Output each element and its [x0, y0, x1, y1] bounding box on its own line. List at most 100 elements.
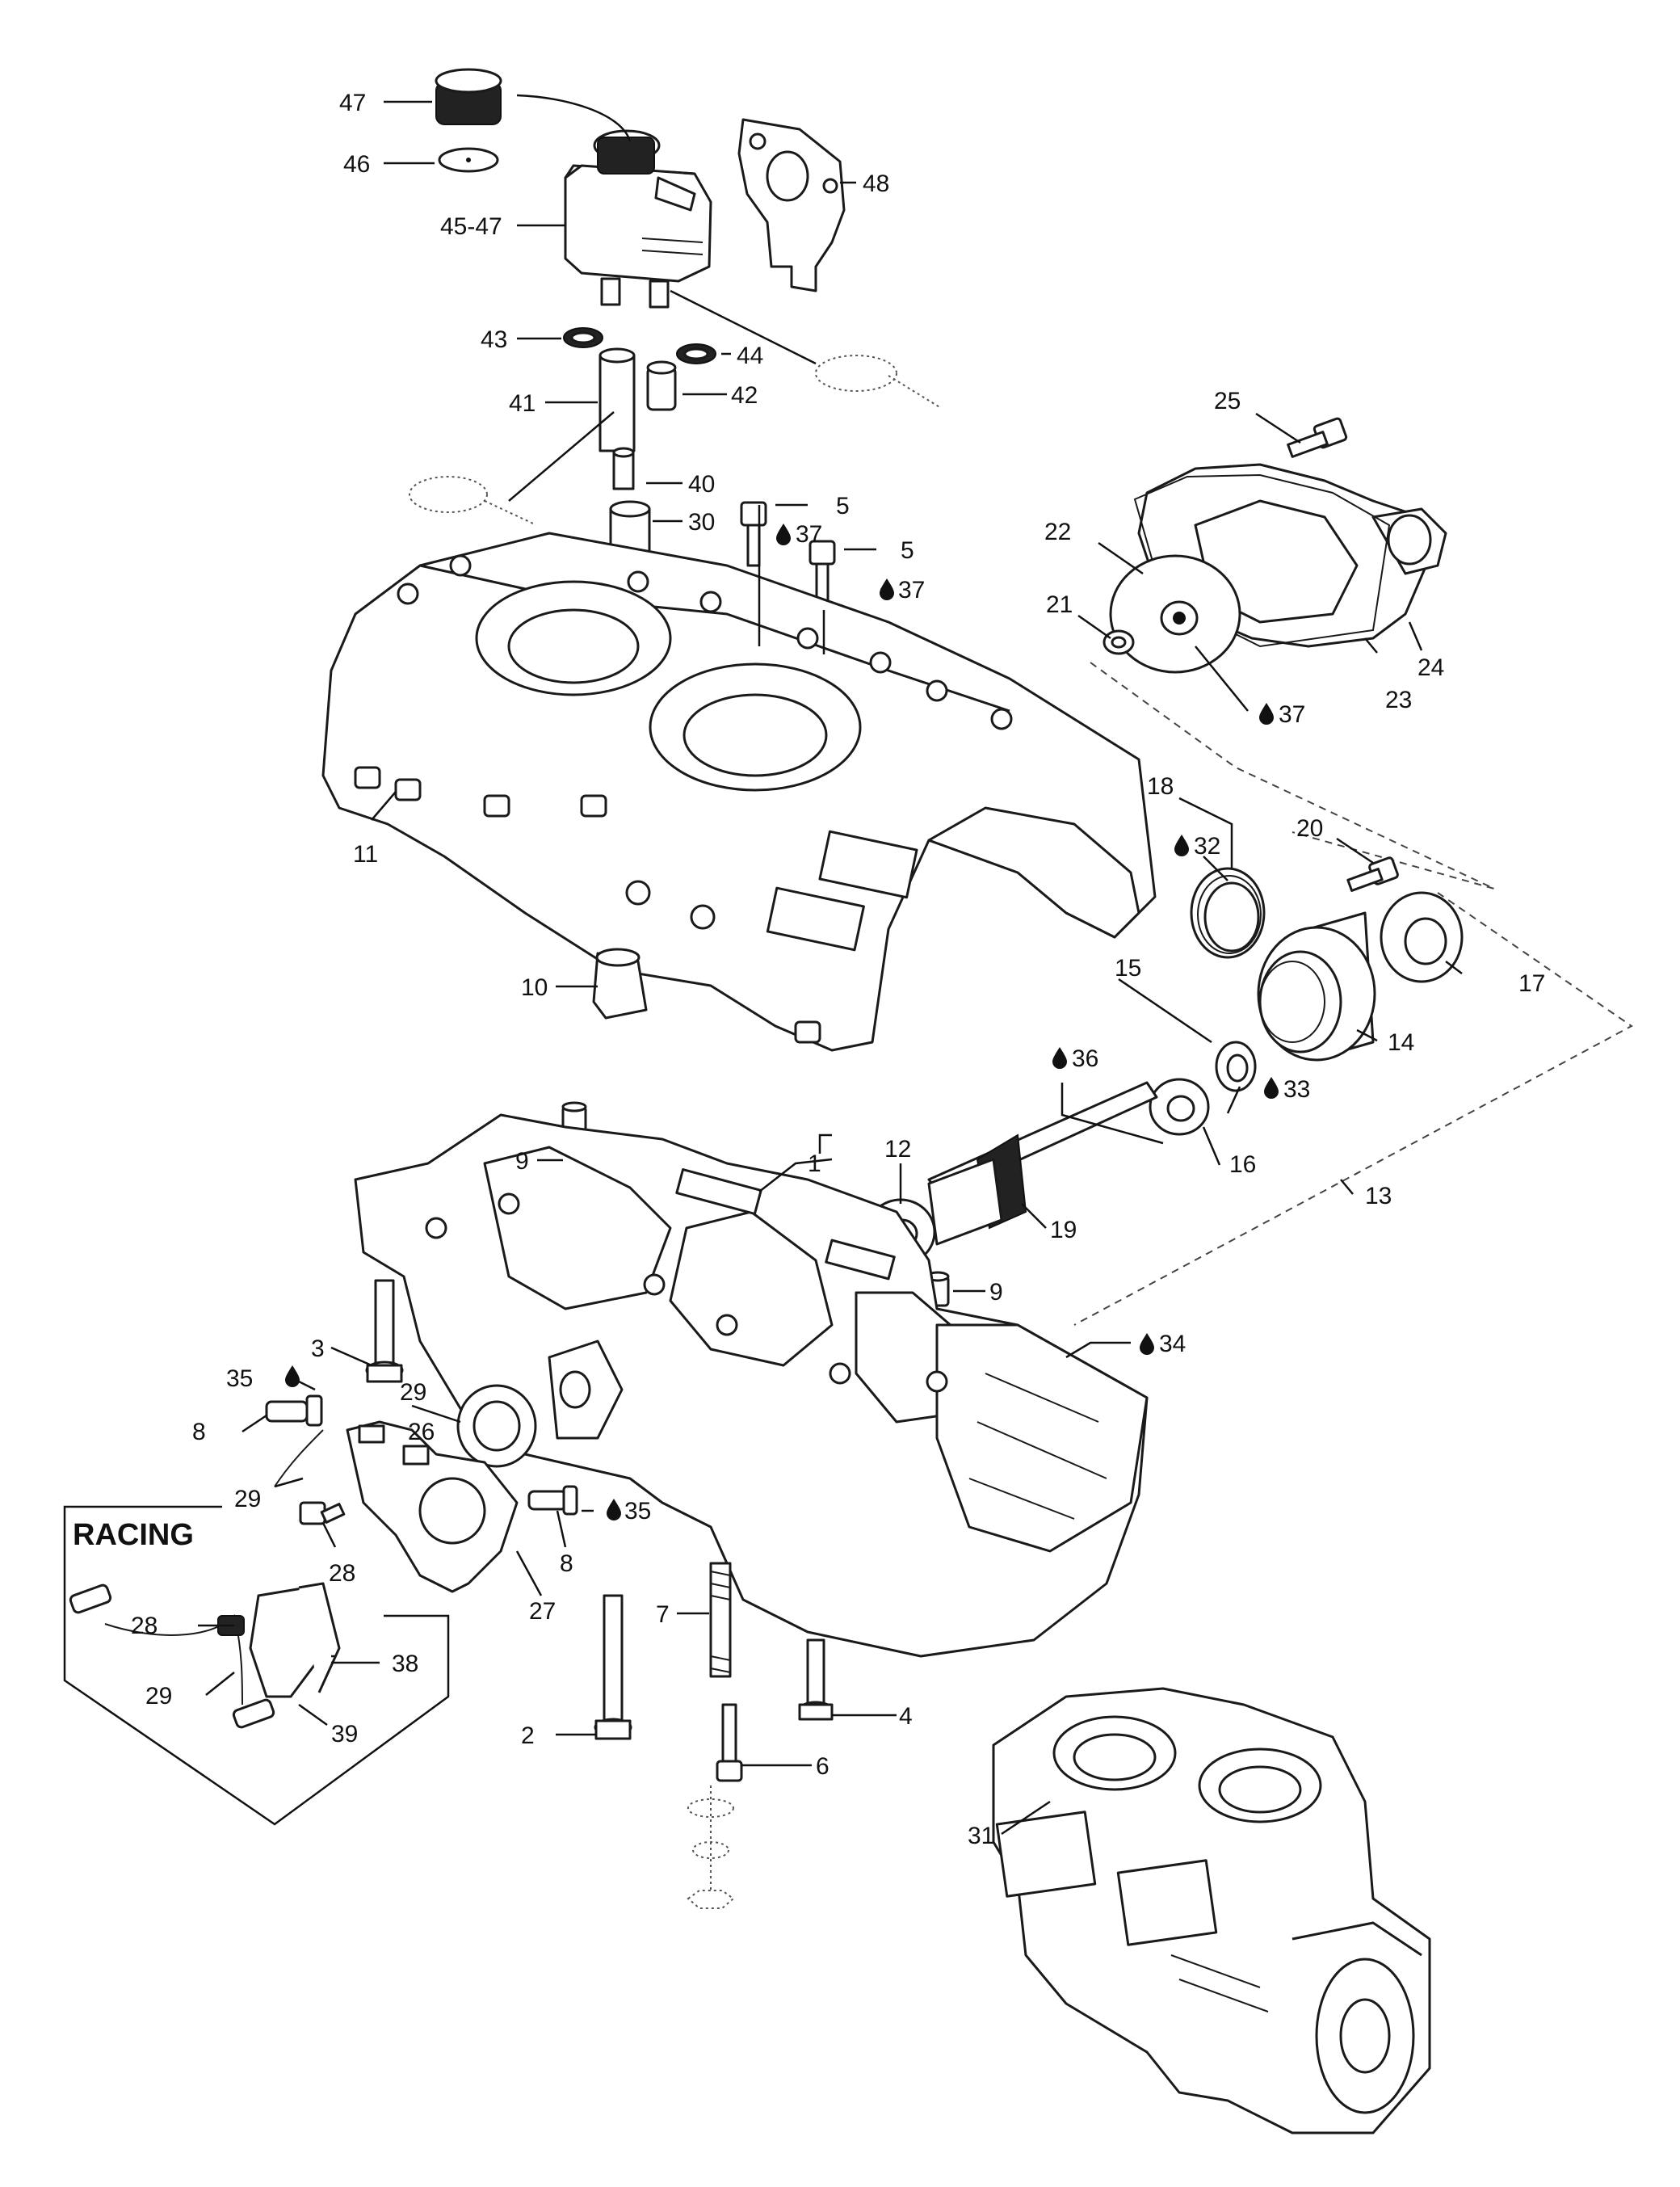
- callout-23: 23: [1385, 687, 1412, 713]
- callout-3: 3: [311, 1335, 325, 1362]
- callout-39: 39: [331, 1721, 358, 1747]
- callout-8-a: 8: [192, 1419, 206, 1445]
- callout-25: 25: [1214, 388, 1241, 414]
- callout-33: 33: [1283, 1076, 1310, 1103]
- callout-4: 4: [899, 1703, 913, 1730]
- lower-crankcase: [354, 1113, 1149, 1658]
- callout-27: 27: [529, 1598, 556, 1625]
- washer-stack: [687, 1785, 735, 1909]
- screw-5-a: [740, 501, 767, 567]
- oil-pump-26: [274, 1420, 519, 1593]
- tie-wrap-left: [409, 476, 534, 524]
- washer-21: [1102, 629, 1135, 655]
- callout-38: 38: [392, 1651, 418, 1677]
- callout-37-a: 37: [796, 521, 822, 548]
- bearing-16: [1149, 1078, 1210, 1136]
- racing-label: RACING: [73, 1518, 194, 1552]
- callout-35-a: 35: [226, 1365, 253, 1392]
- callout-31: 31: [968, 1823, 994, 1849]
- pump-shaft-19: [927, 1081, 1158, 1246]
- callout-41: 41: [509, 390, 536, 417]
- callout-7: 7: [656, 1601, 670, 1628]
- callout-24: 24: [1418, 654, 1444, 681]
- callout-2: 2: [521, 1722, 535, 1749]
- bolt-4: [798, 1638, 834, 1721]
- racing-hose-kit: [69, 1582, 341, 1729]
- oil-tank: [564, 129, 712, 309]
- clamp-left: [563, 327, 603, 348]
- callout-15: 15: [1115, 955, 1141, 982]
- ring-seal-18: [1190, 867, 1266, 959]
- seal-17: [1380, 891, 1464, 983]
- callout-40: 40: [688, 471, 715, 498]
- bearing-housing-14: [1257, 911, 1376, 1062]
- callout-28-b: 28: [131, 1613, 158, 1639]
- callout-47: 47: [339, 90, 366, 116]
- callout-29-b: 29: [234, 1486, 261, 1512]
- clamp-right: [676, 343, 716, 364]
- screw-5-b: [808, 540, 836, 606]
- upper-crankcase: [321, 532, 1157, 1052]
- callout-19: 19: [1050, 1217, 1077, 1243]
- callout-6: 6: [816, 1753, 830, 1780]
- callout-46: 46: [343, 151, 370, 178]
- bolt-2: [594, 1594, 632, 1740]
- callout-5-b: 5: [901, 537, 914, 564]
- cap-seal: [438, 147, 499, 173]
- fitting-8-left: [265, 1394, 323, 1427]
- callout-8-b: 8: [560, 1550, 573, 1577]
- racing-inset-border: [63, 1505, 450, 1826]
- callout-20: 20: [1296, 815, 1323, 842]
- screw-20: [1346, 856, 1399, 892]
- callout-labels: 47 46 45-47 48 43 44 41 42 40 30 5 37 5 …: [73, 90, 1545, 1849]
- callout-43: 43: [481, 326, 507, 353]
- pto-assembly-outline: [1073, 892, 1633, 1326]
- callout-26: 26: [408, 1419, 435, 1445]
- callout-21: 21: [1046, 591, 1073, 618]
- callout-16: 16: [1229, 1151, 1256, 1178]
- fitting-8-right: [527, 1485, 578, 1516]
- oil-pump-seal-10: [592, 948, 648, 1020]
- oil-tank-cap: [435, 68, 502, 125]
- callout-32: 32: [1194, 833, 1220, 860]
- callout-14: 14: [1388, 1029, 1414, 1056]
- callout-37-c: 37: [1279, 701, 1305, 728]
- hose-fitting: [612, 447, 635, 490]
- tank-support-bracket: [737, 118, 846, 292]
- callout-29-c: 29: [145, 1683, 172, 1710]
- callout-45-47: 45-47: [440, 213, 502, 240]
- assembled-engine: [992, 1687, 1431, 2134]
- callout-44: 44: [737, 343, 763, 369]
- callout-9-b: 9: [989, 1279, 1003, 1306]
- callout-10: 10: [521, 974, 548, 1001]
- screw-6: [716, 1703, 743, 1782]
- bolt-3: [365, 1279, 404, 1383]
- callout-37-b: 37: [898, 577, 925, 604]
- screw-25: [1287, 417, 1348, 458]
- callout-1: 1: [808, 1150, 821, 1177]
- callout-34: 34: [1159, 1331, 1186, 1357]
- callout-12: 12: [884, 1136, 911, 1163]
- tie-wrap-right: [815, 355, 942, 409]
- stud-7: [709, 1562, 732, 1678]
- callout-29-a: 29: [400, 1379, 426, 1406]
- callout-22: 22: [1044, 519, 1071, 545]
- oil-hose: [598, 347, 636, 452]
- callout-42: 42: [731, 382, 758, 409]
- impeller-plate: [1109, 554, 1241, 674]
- hose-connector: [646, 360, 677, 411]
- callout-9-a: 9: [515, 1148, 529, 1175]
- callout-36: 36: [1072, 1045, 1098, 1072]
- callout-17: 17: [1518, 970, 1545, 997]
- callout-48: 48: [863, 170, 889, 197]
- seal-15: [1215, 1041, 1257, 1092]
- callout-28-a: 28: [329, 1560, 355, 1587]
- leader-lines: [198, 94, 1463, 1836]
- callout-5-a: 5: [836, 493, 850, 519]
- callout-30: 30: [688, 509, 715, 536]
- callout-11: 11: [353, 841, 378, 868]
- callout-35-b: 35: [624, 1498, 651, 1525]
- callout-18: 18: [1147, 773, 1174, 800]
- callout-13: 13: [1365, 1183, 1392, 1209]
